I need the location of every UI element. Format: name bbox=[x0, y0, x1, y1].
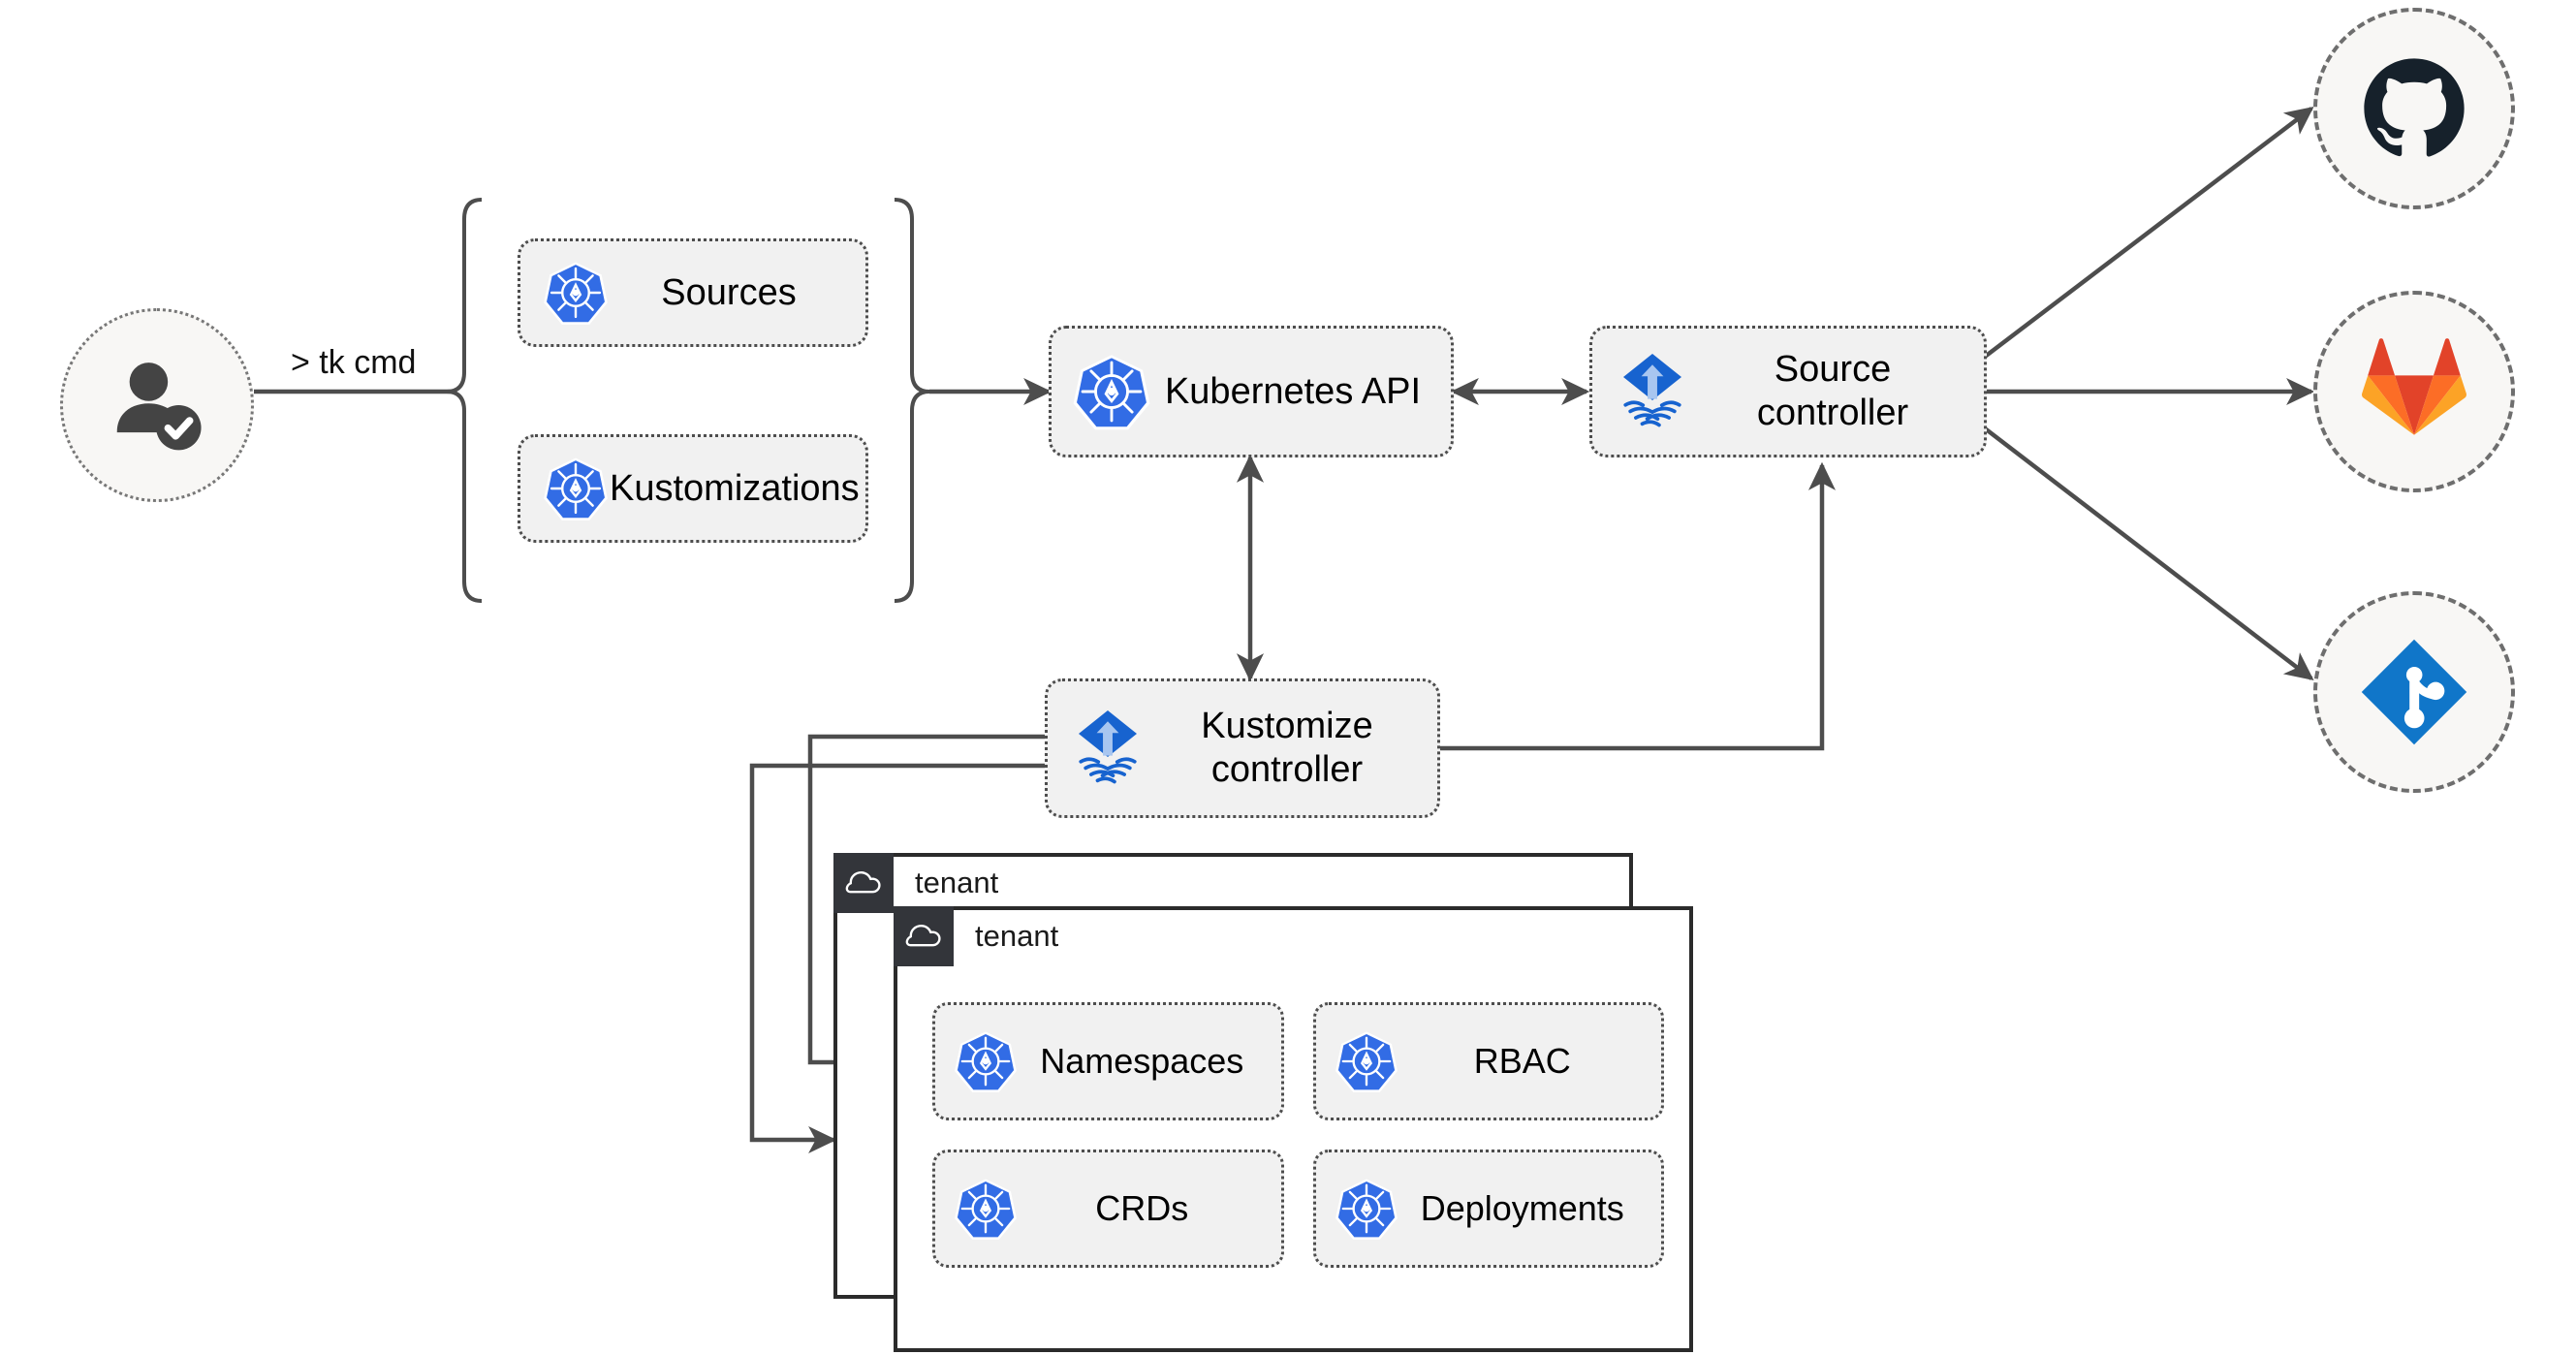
provider-gitlab[interactable] bbox=[2313, 291, 2515, 492]
provider-github[interactable] bbox=[2313, 8, 2515, 209]
resource-namespaces[interactable]: Namespaces bbox=[932, 1002, 1284, 1120]
node-source-controller[interactable]: Source controller bbox=[1589, 326, 1987, 457]
tenant-title: tenant bbox=[915, 866, 999, 899]
user-node[interactable] bbox=[60, 308, 254, 502]
github-icon bbox=[2364, 58, 2465, 157]
resource-label: CRDs bbox=[1095, 1188, 1189, 1228]
brace-right bbox=[894, 198, 930, 603]
tenant-title: tenant bbox=[975, 919, 1059, 953]
tenant-panel-2[interactable]: tenant Namespaces bbox=[894, 906, 1693, 1352]
node-label: Source controller bbox=[1756, 349, 1909, 433]
user-check-icon bbox=[116, 362, 202, 451]
kubernetes-icon bbox=[1335, 1031, 1398, 1092]
resource-label: Deployments bbox=[1420, 1188, 1624, 1228]
kubernetes-icon bbox=[1073, 355, 1150, 430]
edge-source-to-git bbox=[1983, 426, 2314, 680]
tenant-titlebar: tenant bbox=[894, 906, 1058, 966]
kubernetes-icon bbox=[1335, 1179, 1398, 1240]
flux-icon bbox=[1079, 710, 1137, 784]
kubernetes-icon bbox=[955, 1179, 1017, 1240]
gitlab-icon bbox=[2362, 338, 2466, 435]
git-icon bbox=[2361, 639, 2467, 745]
node-sources[interactable]: Sources bbox=[518, 238, 868, 347]
kubernetes-icon bbox=[544, 262, 608, 325]
cloud-icon bbox=[905, 924, 941, 947]
cloud-icon-box bbox=[833, 853, 894, 913]
edge-kustomize-to-source bbox=[1436, 461, 1837, 751]
kubernetes-icon bbox=[544, 457, 608, 520]
brace-left bbox=[446, 198, 483, 603]
cloud-icon-box bbox=[894, 906, 954, 966]
cloud-icon bbox=[845, 870, 881, 894]
node-kubernetes-api[interactable]: Kubernetes API bbox=[1049, 326, 1454, 457]
node-kustomizations[interactable]: Kustomizations bbox=[518, 434, 868, 543]
resource-label: RBAC bbox=[1473, 1041, 1571, 1081]
flux-icon bbox=[1623, 354, 1681, 427]
command-label: > tk cmd bbox=[291, 344, 417, 381]
provider-git[interactable] bbox=[2313, 591, 2515, 793]
node-label: Kubernetes API bbox=[1164, 370, 1422, 412]
edge-source-to-github bbox=[1983, 107, 2314, 359]
node-label: Kustomizations bbox=[610, 467, 860, 509]
resource-label: Namespaces bbox=[1040, 1041, 1244, 1081]
resource-rbac[interactable]: RBAC bbox=[1312, 1002, 1664, 1120]
node-label: Kustomize controller bbox=[1201, 706, 1373, 790]
node-kustomize-controller[interactable]: Kustomize controller bbox=[1045, 678, 1440, 818]
resource-crds[interactable]: CRDs bbox=[932, 1150, 1284, 1268]
node-label: Sources bbox=[661, 271, 797, 313]
tenant-resource-grid: Namespaces RBAC bbox=[932, 1002, 1664, 1268]
resource-deployments[interactable]: Deployments bbox=[1312, 1150, 1664, 1268]
tenant-titlebar: tenant bbox=[833, 853, 998, 913]
kubernetes-icon bbox=[955, 1031, 1017, 1092]
